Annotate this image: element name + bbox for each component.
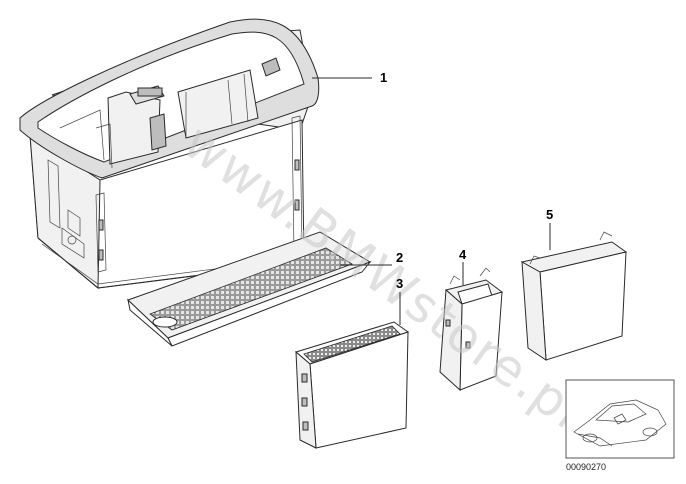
tray-part-2 (127, 231, 372, 347)
holder-part-4 (439, 267, 504, 392)
container-part-5 (520, 231, 628, 361)
callout-4: 4 (459, 247, 467, 262)
car-icon (573, 399, 667, 447)
callout-2: 2 (396, 250, 403, 265)
diagram-id-label: 00090270 (566, 462, 606, 472)
callout-3: 3 (396, 276, 403, 291)
filter-box-part-3 (294, 321, 410, 449)
callout-1: 1 (380, 70, 387, 85)
box-interior (59, 57, 281, 169)
storage-box-part-1 (19, 18, 320, 290)
car-thumbnail (565, 379, 675, 459)
callout-5: 5 (546, 207, 553, 222)
